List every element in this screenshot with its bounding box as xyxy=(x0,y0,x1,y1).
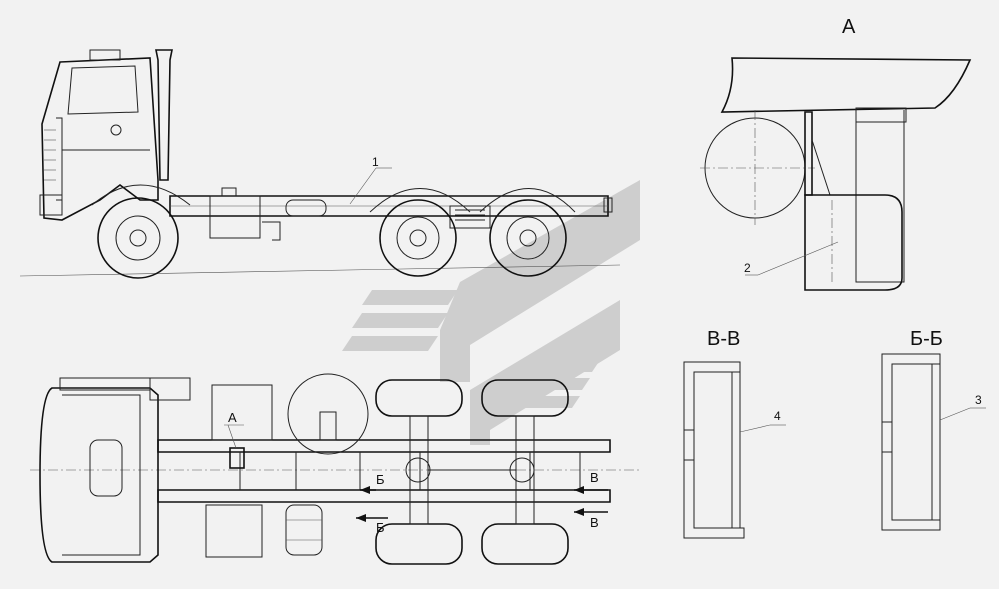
callout-4: 4 xyxy=(774,409,781,423)
section-bb-view: Б-Б 3 xyxy=(881,328,986,531)
callout-1: 1 xyxy=(372,155,379,169)
watermark-logo-icon xyxy=(342,180,640,445)
section-bb-title: Б-Б xyxy=(910,328,943,350)
section-vv-title: В-В xyxy=(707,328,740,350)
plan-marker-b-bottom: Б xyxy=(376,520,385,535)
plan-marker-b-top: Б xyxy=(376,472,385,487)
callout-3: 3 xyxy=(975,393,982,407)
callout-2: 2 xyxy=(744,261,751,275)
truck-side-view: 1 xyxy=(19,49,621,279)
detail-a-title: А xyxy=(842,16,856,38)
plan-marker-v-bottom: В xyxy=(590,515,599,530)
plan-marker-a: А xyxy=(228,410,237,425)
section-v-markers: В В xyxy=(574,470,608,530)
rear-wheel-1 xyxy=(379,199,457,277)
section-b-markers: Б Б xyxy=(356,472,388,535)
truck-plan-view: А Б Б В В xyxy=(30,373,640,565)
plan-marker-v-top: В xyxy=(590,470,599,485)
rear-wheel-2 xyxy=(489,199,567,277)
detail-a-view: А 2 xyxy=(700,16,972,291)
section-vv-view: В-В 4 xyxy=(683,328,786,539)
front-wheel xyxy=(97,197,179,279)
